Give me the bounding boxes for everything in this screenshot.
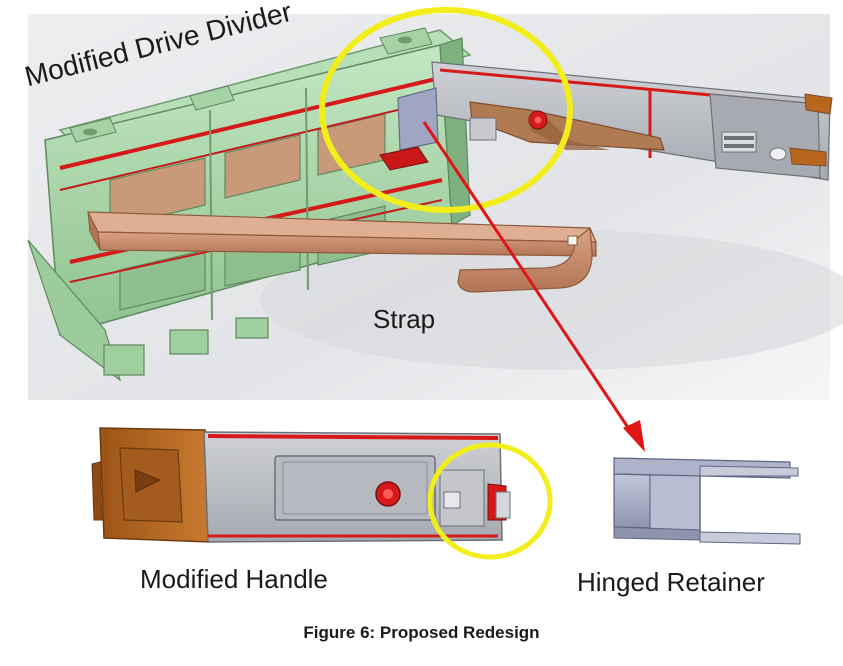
pointer-arrow bbox=[422, 121, 645, 452]
strap bbox=[87, 211, 597, 293]
label-strap: Strap bbox=[373, 304, 436, 334]
hinged-retainer-detail bbox=[613, 457, 801, 545]
highlight-circle-top bbox=[319, 7, 573, 213]
label-modified-handle: Modified Handle bbox=[140, 564, 328, 594]
figure-caption: Figure 6: Proposed Redesign bbox=[303, 623, 540, 642]
modified-handle-detail bbox=[91, 427, 511, 543]
render-floor-shadow bbox=[260, 230, 843, 370]
highlight-circle-handle bbox=[427, 442, 553, 560]
handle-arm bbox=[379, 61, 833, 181]
label-hinged-retainer: Hinged Retainer bbox=[577, 567, 765, 597]
